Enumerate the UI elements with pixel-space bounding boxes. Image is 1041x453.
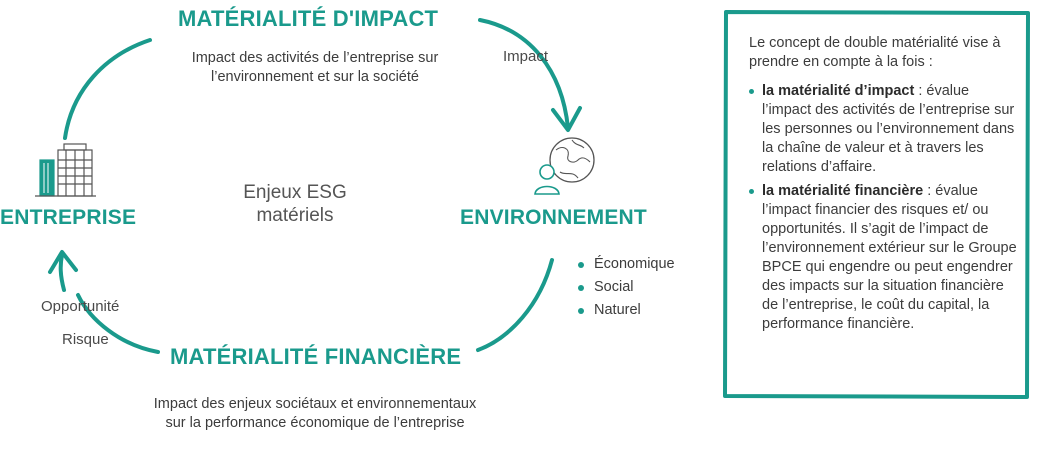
item-text: : évalue l’impact financier des risques …: [762, 183, 1017, 332]
bullet-dot: [749, 89, 754, 94]
definition-box: Le concept de double matérialité vise à …: [723, 10, 1031, 400]
box-content: Le concept de double matérialité vise à …: [749, 34, 1021, 339]
box-border: [723, 10, 1030, 399]
box-item-impact: la matérialité d’impact : évalue l’impac…: [749, 82, 1021, 177]
item-bold: la matérialité d’impact: [762, 83, 915, 99]
label-risque: Risque: [62, 331, 109, 348]
bullet-label: Économique: [594, 256, 675, 272]
center-label: Enjeux ESG matériels: [215, 181, 375, 227]
title-materialite-financiere: MATÉRIALITÉ FINANCIÈRE: [170, 344, 462, 369]
bullet-economique: Économique: [578, 253, 675, 276]
arrowhead-entreprise: [48, 250, 78, 274]
desc-materialite-impact: Impact des activités de l’entreprise sur…: [191, 50, 439, 85]
label-opportunite: Opportunité: [41, 298, 120, 315]
globe-person-icon: [534, 137, 595, 195]
title-materialite-impact: MATÉRIALITÉ D'IMPACT: [178, 6, 439, 31]
bullet-dot: [749, 189, 754, 194]
bullet-dot: [578, 261, 584, 268]
arc-financiere-to-risque: [76, 293, 160, 354]
bullet-dot: [578, 307, 584, 314]
bullet-naturel: Naturel: [578, 299, 675, 322]
environment-bullets: Économique Social Naturel: [578, 253, 675, 322]
desc-materialite-financiere: Impact des enjeux sociétaux et environne…: [153, 396, 477, 431]
arc-opportunite-to-entreprise: [58, 253, 66, 292]
label-impact: Impact: [503, 48, 549, 65]
bullet-label: Social: [594, 279, 634, 295]
arc-entreprise-to-impact: [63, 38, 152, 140]
title-environnement: ENVIRONNEMENT: [460, 206, 647, 229]
center-line-2: matériels: [256, 205, 334, 226]
bullet-label: Naturel: [594, 302, 641, 318]
box-item-financiere: la matérialité financière : évalue l’imp…: [749, 182, 1021, 334]
box-intro: Le concept de double matérialité vise à …: [749, 35, 1001, 70]
title-entreprise: ENTREPRISE: [0, 206, 137, 229]
bullet-social: Social: [578, 276, 675, 299]
arrowhead-environnement: [551, 106, 582, 132]
bullet-dot: [578, 284, 584, 291]
item-text: : évalue l’impact des activités de l’ent…: [762, 83, 1015, 175]
center-line-1: Enjeux ESG: [243, 182, 347, 203]
item-bold: la matérialité financière: [762, 183, 924, 199]
arc-environnement-to-financiere: [476, 258, 554, 352]
buildings-icon: [35, 143, 96, 197]
arc-impact-to-environnement: [478, 18, 570, 130]
cycle-arrows: [35, 18, 595, 354]
